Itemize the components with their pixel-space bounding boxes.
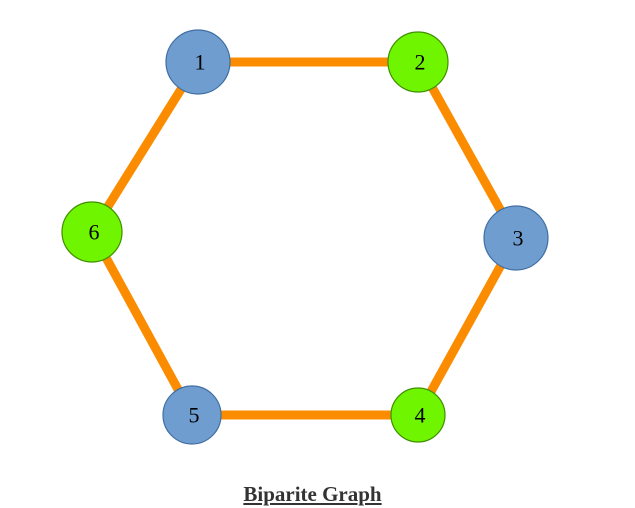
node-5: 5 (162, 385, 222, 445)
node-label-5: 5 (189, 403, 200, 428)
node-circle-2 (387, 31, 449, 93)
node-label-3: 3 (513, 226, 524, 251)
node-6: 6 (61, 201, 123, 263)
node-circle-5 (162, 385, 222, 445)
node-circle-3 (483, 205, 549, 271)
node-circle-1 (165, 29, 231, 95)
edges-layer (88, 57, 520, 420)
node-1: 1 (165, 29, 231, 95)
node-label-2: 2 (415, 50, 426, 75)
node-circle-6 (61, 201, 123, 263)
node-label-6: 6 (89, 220, 100, 245)
diagram-caption: Biparite Graph (243, 482, 382, 506)
node-4: 4 (390, 387, 446, 443)
bipartite-graph-diagram: 1 2 3 4 5 6 (61, 29, 549, 445)
node-2: 2 (387, 31, 449, 93)
edge-5-6 (88, 229, 196, 418)
node-label-4: 4 (415, 403, 426, 428)
edge-6-1 (88, 59, 202, 235)
edge-2-3 (414, 59, 520, 241)
node-circle-4 (390, 387, 446, 443)
node-3: 3 (483, 205, 549, 271)
node-label-1: 1 (195, 50, 206, 75)
nodes-layer: 1 2 3 4 5 6 (61, 29, 549, 445)
edge-3-4 (414, 235, 520, 418)
